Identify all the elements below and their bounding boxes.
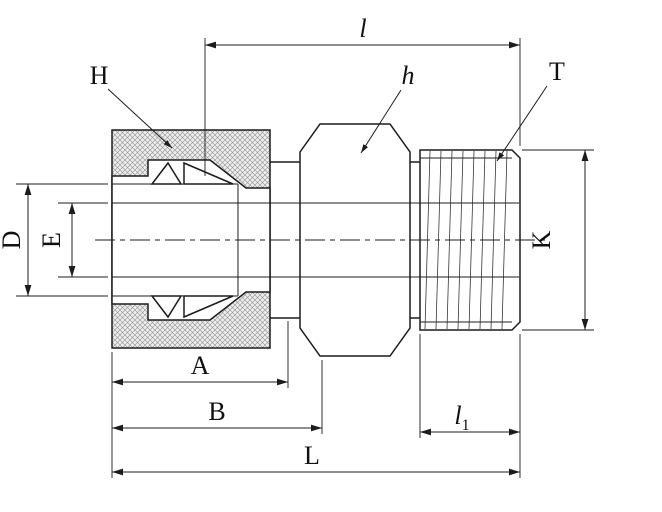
body-neck — [270, 161, 300, 319]
front-ferrule-top — [183, 161, 234, 185]
ext-E — [58, 202, 108, 278]
ferrules — [150, 161, 234, 319]
label-length-l: l — [359, 14, 366, 43]
back-ferrule-bottom — [150, 295, 183, 319]
dimension-lines — [24, 41, 589, 476]
dimension-labels: l H h T D E K A B l1 L — [0, 14, 565, 470]
label-dim-l1: l1 — [454, 401, 469, 434]
bore-lines — [112, 202, 519, 278]
label-nut-H: H — [90, 61, 109, 90]
label-overall-L: L — [304, 441, 320, 470]
front-ferrule-bottom — [183, 295, 234, 319]
label-hex-h: h — [402, 61, 415, 90]
nut — [111, 129, 271, 349]
thread-root-lines — [420, 157, 512, 323]
leader-T — [496, 85, 548, 162]
leader-h — [360, 89, 402, 154]
label-bore-E: E — [37, 232, 66, 248]
label-dim-l1-subscript: 1 — [462, 417, 470, 434]
label-thread-od-K: K — [527, 230, 556, 249]
label-dim-l1-base: l — [454, 401, 461, 430]
thread-groove — [410, 161, 420, 319]
label-dim-A: A — [191, 351, 210, 380]
label-tube-od-D: D — [0, 231, 26, 250]
leader-lines — [107, 85, 548, 162]
fitting-body — [95, 123, 548, 357]
leader-H — [107, 88, 173, 149]
label-thread-T: T — [549, 57, 565, 86]
back-ferrule-top — [150, 161, 183, 185]
label-dim-B: B — [208, 397, 225, 426]
